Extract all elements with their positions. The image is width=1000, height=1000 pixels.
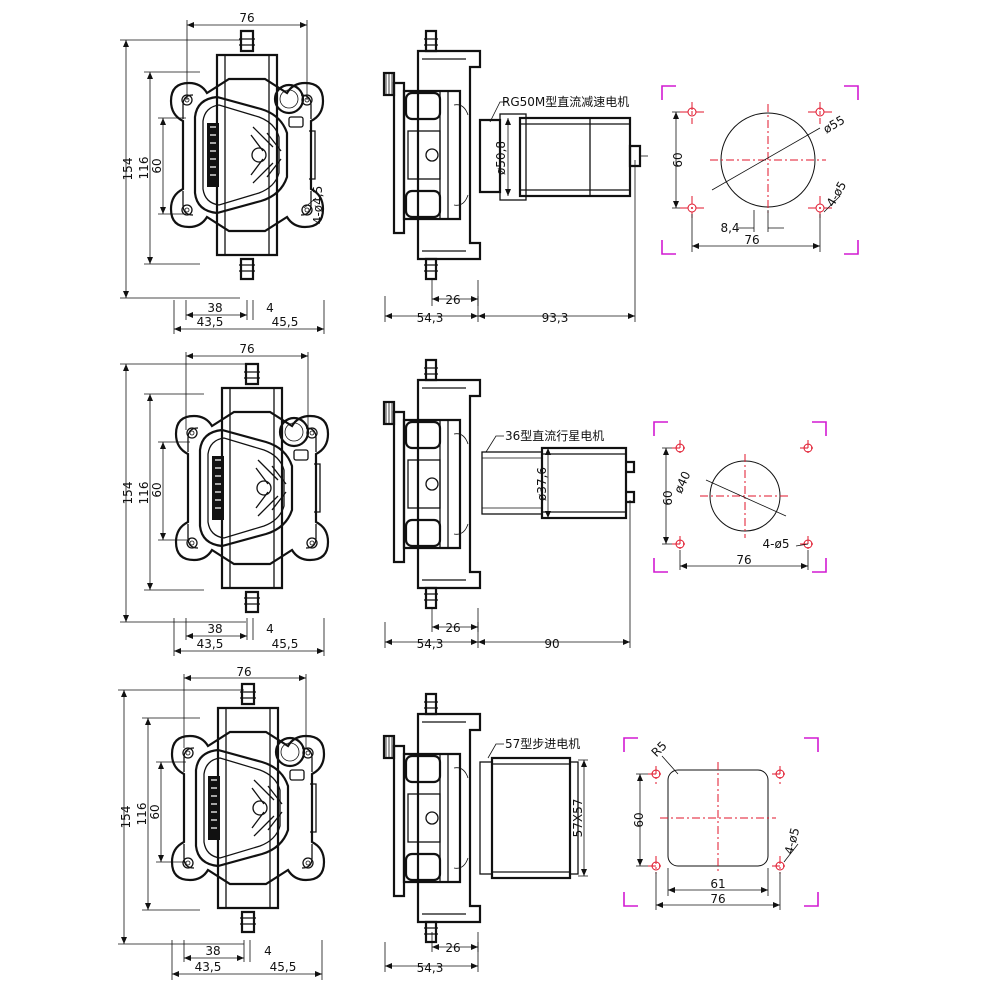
pump-1-width: 76 xyxy=(239,11,254,25)
pump-3-horizontal: 76 xyxy=(710,892,725,906)
pump-3-height-mid: 116 xyxy=(135,803,149,826)
pump-2-tube-offset: 26 xyxy=(445,621,460,635)
pump-1-side-view: RG50M型直流减速电机 ø50,8 26 54,3 93,3 xyxy=(382,29,648,325)
pump-1-front-view: 76 154 116 60 4-ø4,5 38 4 43,5 45,5 xyxy=(120,11,325,334)
pump-3-head-depth: 54,3 xyxy=(417,961,444,975)
pump-1-vertical: 60 xyxy=(671,152,685,167)
pump-3-radius: R5 xyxy=(649,739,670,760)
pump-3-left-offset: 38 xyxy=(205,944,220,958)
pump-2-height-inner: 60 xyxy=(150,482,164,497)
pump-3-height-inner: 60 xyxy=(148,804,162,819)
pump-3-inner-w: 61 xyxy=(710,877,725,891)
pump-1-tube-offset: 26 xyxy=(445,293,460,307)
pump-3-tube-offset: 26 xyxy=(445,941,460,955)
pump-2-motor-label: 36型直流行星电机 xyxy=(505,429,604,443)
pump-3-motor-label: 57型步进电机 xyxy=(505,737,580,751)
pump-3-right-total: 45,5 xyxy=(270,960,297,974)
pump-2-left-total: 43,5 xyxy=(197,637,224,651)
pump-1-left-offset: 38 xyxy=(207,301,222,315)
pump-2-gap: 4 xyxy=(266,622,274,636)
pump-1-hole-label: 4-ø4,5 xyxy=(311,186,325,224)
pump-1-right-total: 45,5 xyxy=(272,315,299,329)
pump-2-height-mid: 116 xyxy=(137,482,151,505)
pump-2-mount-pattern: ø40 4-ø5 60 76 xyxy=(653,421,827,573)
pump-1-mount-pattern: ø55 4-ø5 60 8,4 76 xyxy=(661,85,859,255)
pump-3-holes: 4-ø5 xyxy=(782,826,802,856)
pump-2-head-depth: 54,3 xyxy=(417,637,444,651)
pump-1-offset: 8,4 xyxy=(720,221,739,235)
pump-3-mount-pattern: R5 4-ø5 60 61 76 xyxy=(623,737,819,910)
pump-1-head-depth: 54,3 xyxy=(417,311,444,325)
pump-3-side-view: 57型步进电机 57X57 26 54,3 xyxy=(382,692,588,975)
pump-2-horizontal: 76 xyxy=(736,553,751,567)
pump-1-motor-label: RG50M型直流减速电机 xyxy=(502,95,629,109)
pump-1-motor-dia: ø50,8 xyxy=(494,141,508,175)
pump-2-side-view: 36型直流行星电机 ø37,6 26 54,3 90 xyxy=(382,358,636,651)
pump-3-front-view: 76 154 116 60 38 4 43,5 45,5 xyxy=(118,665,324,980)
pump-2-holes: 4-ø5 xyxy=(763,537,790,551)
pump-2-height-total: 154 xyxy=(121,482,135,505)
pump-1-horizontal: 76 xyxy=(744,233,759,247)
pump-2-vertical: 60 xyxy=(661,490,675,505)
pump-3-width: 76 xyxy=(236,665,251,679)
pump-1-circle-dia: ø55 xyxy=(821,113,848,136)
pump-1-height-inner: 60 xyxy=(150,158,164,173)
pump-2-width: 76 xyxy=(239,342,254,356)
pump-3-motor-size: 57X57 xyxy=(571,799,585,838)
pump-1-height-mid: 116 xyxy=(137,157,151,180)
pump-2-left-offset: 38 xyxy=(207,622,222,636)
pump-3-vertical: 60 xyxy=(632,812,646,827)
pump-1-height-total: 154 xyxy=(121,158,135,181)
pump-3-left-total: 43,5 xyxy=(195,960,222,974)
pump-2-right-total: 45,5 xyxy=(272,637,299,651)
pump-1-gap: 4 xyxy=(266,301,274,315)
pump-2-motor-len: 90 xyxy=(544,637,559,651)
pump-2-front-view: 76 154 116 60 38 4 43,5 45,5 xyxy=(120,342,328,656)
pump-3-gap: 4 xyxy=(264,944,272,958)
pump-3-height-total: 154 xyxy=(119,806,133,829)
pump-1-left-total: 43,5 xyxy=(197,315,224,329)
pump-1-motor-len: 93,3 xyxy=(542,311,569,325)
pump-2-motor-dia: ø37,6 xyxy=(535,467,549,501)
pump-1-holes: 4-ø5 xyxy=(824,179,850,209)
